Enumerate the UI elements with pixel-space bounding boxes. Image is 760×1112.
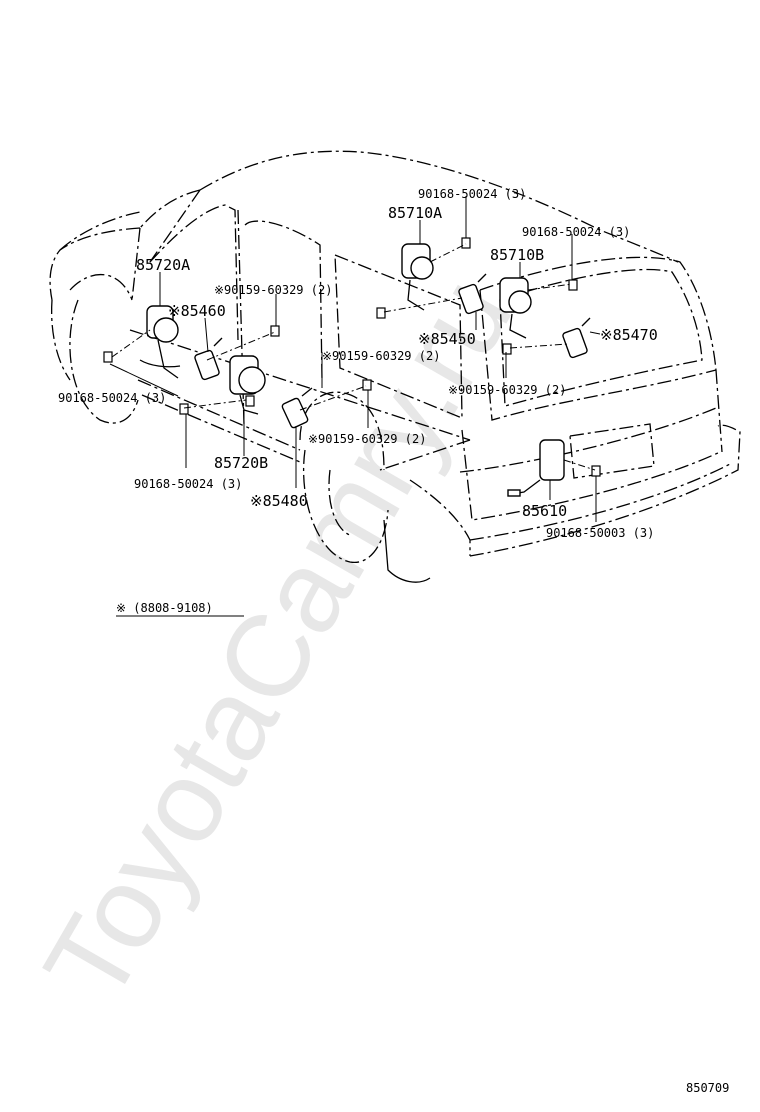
label-90159-60329-lower: ※90159-60329 (2) — [308, 432, 426, 446]
label-90168-50024-left: 90168-50024 (3) — [58, 391, 166, 405]
label-85720A: 85720A — [136, 256, 190, 274]
label-90168-50024-right: 90168-50024 (3) — [522, 225, 630, 239]
label-85610: 85610 — [522, 502, 567, 520]
part-85480-solenoid — [281, 387, 313, 429]
watermark: ToyotaCamry.ru — [19, 256, 537, 1023]
label-90168-50024-bottom: 90168-50024 (3) — [134, 477, 242, 491]
diagram-code: 850709 — [686, 1081, 729, 1095]
label-85450: ※85450 — [418, 330, 476, 348]
part-85450-solenoid — [458, 273, 487, 315]
leader-lines — [109, 196, 601, 522]
assembly-lines — [111, 243, 596, 471]
footnote-date-range: ※ (8808-9108) — [116, 601, 213, 615]
label-90168-50003: 90168-50003 (3) — [546, 526, 654, 540]
label-90159-60329-right: ※90159-60329 (2) — [448, 383, 566, 397]
label-90159-60329-mid: ※90159-60329 (2) — [322, 349, 440, 363]
part-85470-solenoid — [562, 317, 591, 359]
label-85480: ※85480 — [250, 492, 308, 510]
part-85710A-actuator — [401, 243, 434, 311]
part-85710B-actuator — [499, 277, 532, 339]
part-85610-actuator — [507, 439, 565, 497]
part-85720A-actuator — [139, 305, 181, 379]
label-85470: ※85470 — [600, 326, 658, 344]
label-90168-50024-top: 90168-50024 (3) — [418, 187, 526, 201]
vehicle-body-outline — [49, 150, 741, 583]
label-85710A: 85710A — [388, 204, 442, 222]
label-90159-60329-left: ※90159-60329 (2) — [214, 283, 332, 297]
label-85710B: 85710B — [490, 246, 544, 264]
label-85720B: 85720B — [214, 454, 268, 472]
label-85460: ※85460 — [168, 302, 226, 320]
